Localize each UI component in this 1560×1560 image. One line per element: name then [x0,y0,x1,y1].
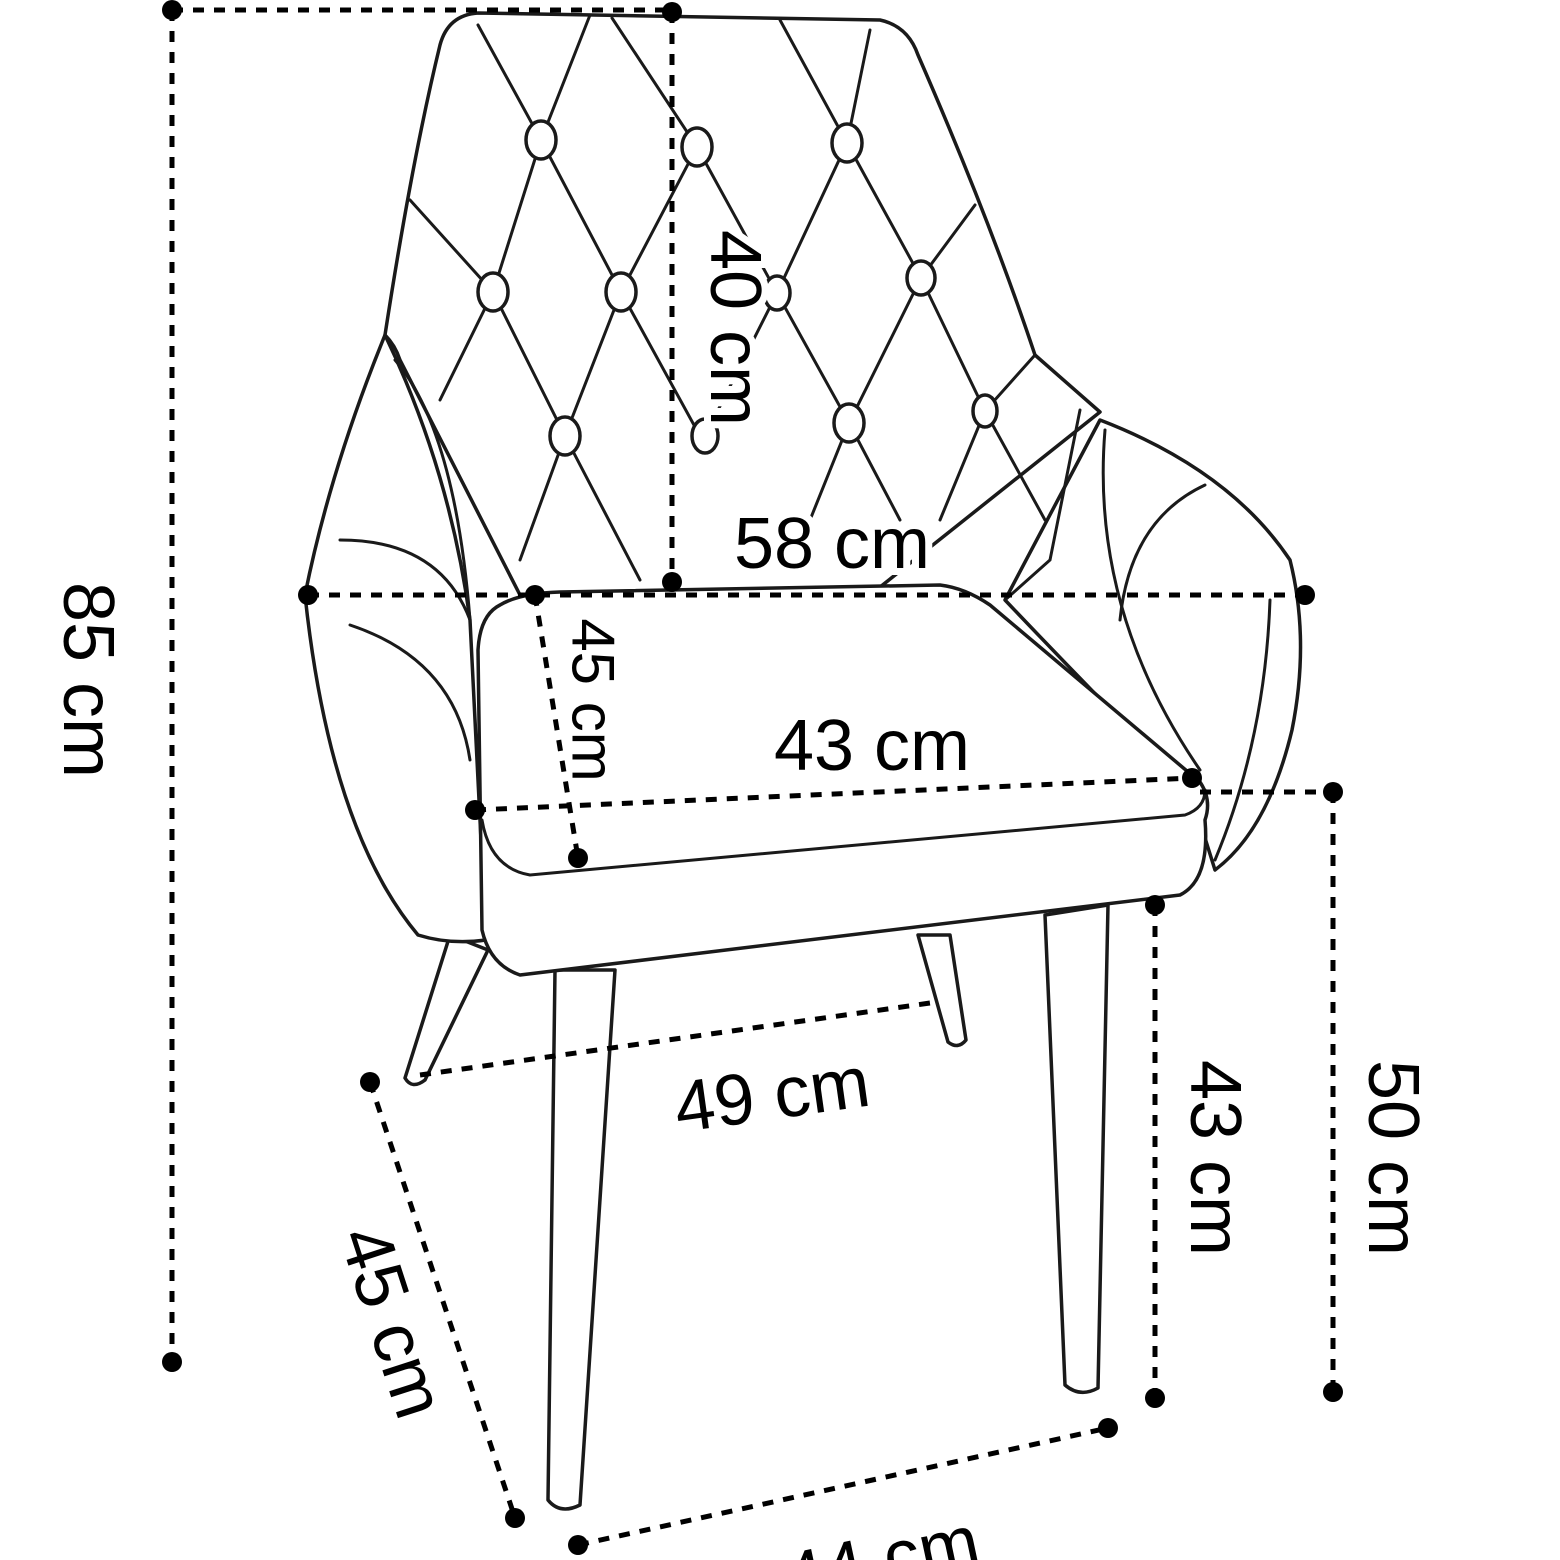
chair-illustration [303,11,1303,1511]
leg-span-line [419,1000,931,1078]
left-armrest [303,333,488,944]
seat-depth-label: 45 cm [560,618,627,781]
footprint-width-line [577,1425,1109,1548]
leg-span-label: 49 cm [669,1042,874,1149]
front-left-leg [546,968,617,1511]
seat-width-line [474,775,1193,813]
footprint-depth-line [367,1081,518,1519]
back-left-leg [403,933,490,1087]
dimension-endpoints [162,0,1343,1555]
seat-depth-line [532,594,581,859]
seat-cushion [476,583,1210,977]
back-right-leg [916,933,968,1048]
overall-width-label: 58 cm [734,504,930,584]
backrest-height-label: 40 cm [695,230,775,426]
total-height-label: 85 cm [48,582,128,778]
front-right-leg [1043,903,1110,1395]
seat-height-label: 43 cm [1175,1060,1255,1256]
tufting-buttons [476,119,999,457]
footprint-depth-label: 45 cm [324,1216,461,1427]
dimension-lines [169,7,1336,1548]
footprint-width-label: 44 cm [778,1500,986,1560]
seat-width-label: 43 cm [774,706,970,786]
armrest-height-label: 50 cm [1353,1060,1433,1256]
